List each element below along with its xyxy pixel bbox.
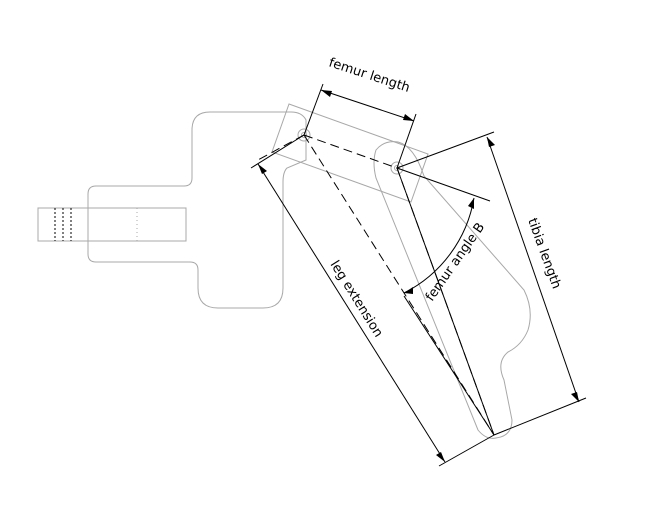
femur-angle-tibia-side [396,167,495,436]
femur-length-dimension-line [320,89,415,122]
femur-angle-label: femur angle B [423,220,488,304]
coxa-link-dashed [257,134,305,161]
leg-extension-extension-bottom [438,434,495,467]
tibia-length-extension-top [396,131,495,169]
body-plate-outline [87,111,307,309]
tibia-length-dimension-line [486,136,580,403]
femur-angle-arrow-top [468,198,474,209]
femur-axis-dashed [303,134,398,169]
femur-length-arrow-left [321,90,332,97]
tibia-length-arrow-top [487,137,495,147]
servo-horn-outline [37,207,187,242]
knee-pivot-hole [390,161,404,175]
tibia-length-arrow-bottom [571,392,579,402]
femur-pivot-hole [297,128,311,142]
leg-extension-arrow-bottom [436,452,445,462]
tibia-length-extension-bottom [493,397,587,436]
leg-extension-label: leg extension [327,258,386,340]
tibia-length-label: tibia length [524,216,563,291]
leg-extension-arrow-top [258,164,267,174]
knee-pivot-center [394,165,400,171]
femur-length-arrow-right [403,114,414,121]
femur-angle-lower-line [403,295,495,436]
femur-bar-outline [271,103,429,203]
femur-length-label: femur length [327,56,412,96]
tibia-outline [373,141,531,439]
leg-line-dashed [303,134,495,436]
femur-angle-arrow-bottom [404,287,413,294]
leg-extension-extension-top [250,134,305,169]
femur-length-extension-left [303,83,324,136]
leg-extension-dimension-line [257,163,446,463]
femur-angle-arc [403,197,475,294]
femur-angle-reference-line [396,167,491,202]
femur-pivot-center [301,132,307,138]
femur-length-extension-right [396,113,417,169]
